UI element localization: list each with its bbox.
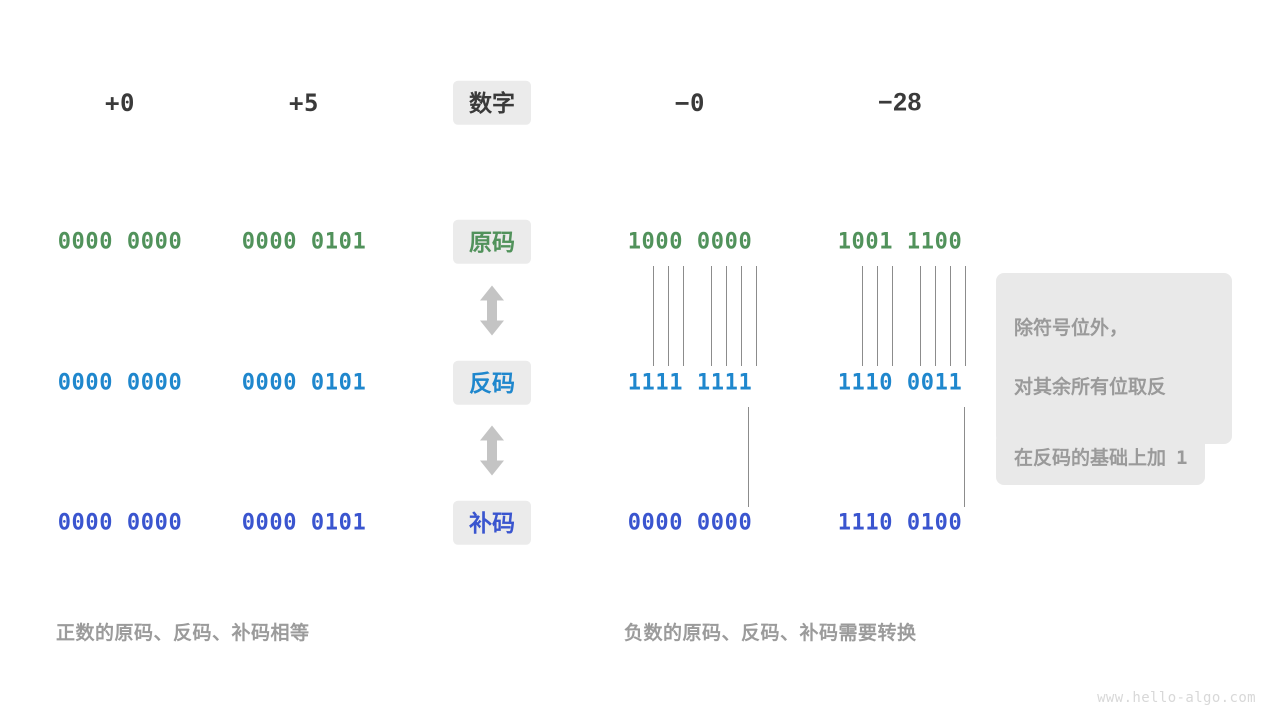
binary-ones-complement-plus-five: 0000 0101 xyxy=(241,370,367,396)
binary-ones-complement-minus-zero: 1111 1111 xyxy=(627,370,753,396)
binary-sign-magnitude-plus-zero: 0000 0000 xyxy=(57,229,183,255)
bit-connector-minus-twenty-eight xyxy=(862,266,863,366)
bit-connector-minus-zero xyxy=(741,266,742,366)
site-watermark: www.hello-algo.com xyxy=(1097,690,1256,706)
row-label-number: 数字 xyxy=(453,80,531,126)
binary-sign-magnitude-minus-zero: 1000 0000 xyxy=(627,229,753,255)
binary-sign-magnitude-plus-five: 0000 0101 xyxy=(241,229,367,255)
binary-ones-complement-plus-zero: 0000 0000 xyxy=(57,370,183,396)
caption-positive: 正数的原码、反码、补码相等 xyxy=(56,623,310,644)
callout-add-one: 在反码的基础上加 1 xyxy=(996,432,1206,486)
callout-invert-line1: 除符号位外， xyxy=(1014,318,1129,340)
caption-negative: 负数的原码、反码、补码需要转换 xyxy=(624,623,917,644)
bit-connector-minus-zero xyxy=(683,266,684,366)
binary-twos-complement-plus-zero: 0000 0000 xyxy=(57,510,183,536)
bit-connector-minus-twenty-eight xyxy=(877,266,878,366)
bit-connector-minus-twenty-eight xyxy=(965,266,966,366)
binary-twos-complement-plus-five: 0000 0101 xyxy=(241,510,367,536)
binary-twos-complement-minus-zero: 0000 0000 xyxy=(627,510,753,536)
row-label-ones-complement: 反码 xyxy=(453,360,531,406)
binary-ones-complement-minus-twenty-eight: 1110 0011 xyxy=(837,370,963,396)
bit-connector-minus-twenty-eight xyxy=(935,266,936,366)
bit-connector-minus-zero xyxy=(726,266,727,366)
carry-connector-minus-twenty-eight xyxy=(964,407,965,507)
bit-connector-minus-zero xyxy=(653,266,654,366)
bit-connector-minus-twenty-eight xyxy=(920,266,921,366)
bit-connector-minus-twenty-eight xyxy=(892,266,893,366)
row-label-sign-magnitude: 原码 xyxy=(453,219,531,265)
column-header-plus-zero: +0 xyxy=(105,89,135,117)
binary-twos-complement-minus-twenty-eight: 1110 0100 xyxy=(837,510,963,536)
callout-add-one-value: 1 xyxy=(1176,447,1188,469)
bit-connector-minus-zero xyxy=(668,266,669,366)
callout-invert-line2: 对其余所有位取反 xyxy=(1014,377,1167,399)
bit-connector-minus-zero xyxy=(711,266,712,366)
binary-sign-magnitude-minus-twenty-eight: 1001 1100 xyxy=(837,229,963,255)
callout-add-one-text: 在反码的基础上加 xyxy=(1014,448,1167,469)
double-arrow-up-down-icon-upper xyxy=(475,284,509,343)
bit-connector-minus-zero xyxy=(756,266,757,366)
row-label-twos-complement: 补码 xyxy=(453,500,531,546)
bit-connector-minus-twenty-eight xyxy=(950,266,951,366)
carry-connector-minus-zero xyxy=(748,407,749,507)
callout-invert-bits: 除符号位外， 对其余所有位取反 xyxy=(996,273,1232,445)
column-header-minus-twenty-eight: −28 xyxy=(878,88,922,117)
double-arrow-up-down-icon-lower xyxy=(475,424,509,483)
column-header-minus-zero: −0 xyxy=(675,89,705,117)
column-header-plus-five: +5 xyxy=(289,89,319,117)
